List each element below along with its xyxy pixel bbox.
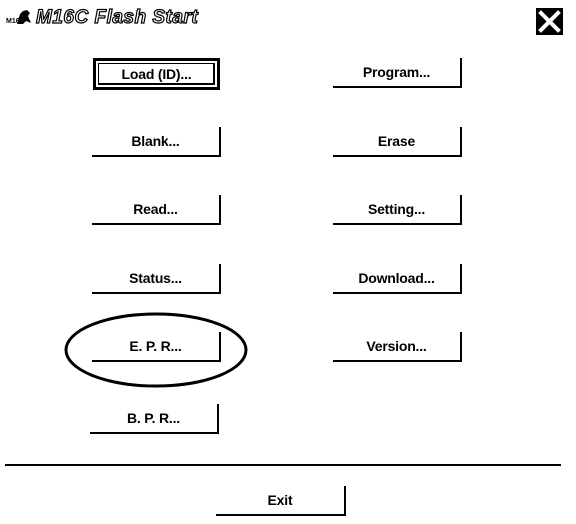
program-button[interactable]: Program... xyxy=(333,58,462,88)
bpr-label: B. P. R... xyxy=(127,410,180,426)
read-button[interactable]: Read... xyxy=(92,195,221,225)
exit-label: Exit xyxy=(267,492,293,508)
bpr-button[interactable]: B. P. R... xyxy=(90,404,219,434)
blank-label: Blank... xyxy=(131,133,180,149)
epr-label: E. P. R... xyxy=(129,338,182,354)
exit-button[interactable]: Exit xyxy=(216,486,346,516)
blank-button[interactable]: Blank... xyxy=(92,127,221,157)
version-button[interactable]: Version... xyxy=(333,332,462,362)
status-label: Status... xyxy=(129,270,182,286)
read-label: Read... xyxy=(133,201,178,217)
download-label: Download... xyxy=(358,270,435,286)
window-title: M16C Flash Start xyxy=(35,6,199,28)
flash-start-icon: M16 xyxy=(6,8,32,28)
load-id-button[interactable]: Load (ID)... xyxy=(93,58,220,90)
setting-label: Setting... xyxy=(367,201,426,217)
setting-button[interactable]: Setting... xyxy=(333,195,462,225)
divider xyxy=(5,464,561,466)
close-button[interactable] xyxy=(536,8,563,35)
version-label: Version... xyxy=(366,338,427,354)
epr-button[interactable]: E. P. R... xyxy=(92,332,221,362)
download-button[interactable]: Download... xyxy=(333,264,462,294)
svg-text:M16: M16 xyxy=(6,18,20,25)
close-icon xyxy=(538,10,561,33)
erase-label: Erase xyxy=(377,133,416,149)
status-button[interactable]: Status... xyxy=(92,264,221,294)
program-label: Program... xyxy=(362,64,431,80)
erase-button[interactable]: Erase xyxy=(333,127,462,157)
load-id-label: Load (ID)... xyxy=(121,66,192,82)
